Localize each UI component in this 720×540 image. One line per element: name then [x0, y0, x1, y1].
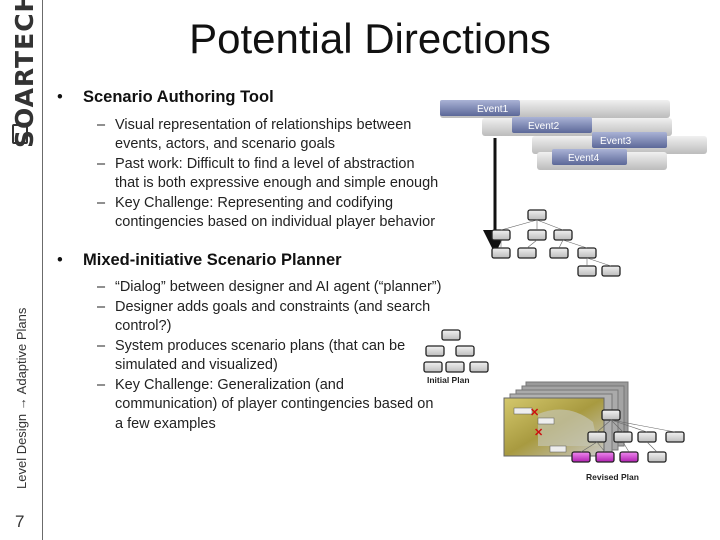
plan-diagram: Initial Plan ✕ ✕ Revised Plan	[423, 329, 685, 482]
sub-bullet: Visual representation of relationships b…	[97, 116, 442, 155]
svg-text:✕: ✕	[530, 407, 539, 419]
soartech-logo-icon	[12, 124, 28, 144]
revised-plan-links	[580, 419, 676, 453]
event-label: Event1	[477, 104, 509, 115]
sidebar-caption: Level Design → Adaptive Plans	[14, 307, 29, 489]
slide-number: 7	[15, 512, 25, 531]
sub-bullet: Key Challenge: Generalization (and commu…	[97, 376, 442, 435]
brand-name: SOARTECH	[10, 0, 39, 148]
event-bar	[552, 149, 627, 165]
slide-content: Scenario Authoring Tool Visual represent…	[52, 88, 442, 434]
event-label: Event3	[600, 136, 632, 147]
bullet-scenario-authoring: Scenario Authoring Tool	[52, 88, 442, 108]
slide-title: Potential Directions	[189, 15, 551, 62]
sidebar: SOARTECH Level Design → Adaptive Plans 7	[0, 0, 43, 540]
sub-bullet: Designer adds goals and constraints (and…	[97, 298, 442, 337]
initial-plan-tree	[423, 329, 489, 373]
bullet-mixed-initiative: Mixed-initiative Scenario Planner	[52, 251, 442, 271]
event-label: Event4	[568, 153, 600, 164]
sub-bullet: Past work: Difficult to find a level of …	[97, 155, 442, 194]
sub-bullet: “Dialog” between designer and AI agent (…	[97, 278, 442, 298]
event-timeline-diagram: Event1 Event2 Event3 Event4	[440, 100, 707, 277]
event-label: Event2	[528, 121, 560, 132]
tree-diagram	[491, 209, 621, 277]
sub-bullet: System produces scenario plans (that can…	[97, 337, 442, 376]
event-bar	[512, 117, 592, 133]
event-bar	[440, 100, 520, 116]
tree-links	[500, 219, 612, 267]
event-bar	[592, 132, 667, 148]
revised-plan-label: Revised Plan	[586, 472, 639, 482]
sub-bullet: Key Challenge: Representing and codifyin…	[97, 194, 442, 233]
initial-plan-label: Initial Plan	[427, 375, 470, 385]
svg-text:✕: ✕	[534, 427, 543, 439]
